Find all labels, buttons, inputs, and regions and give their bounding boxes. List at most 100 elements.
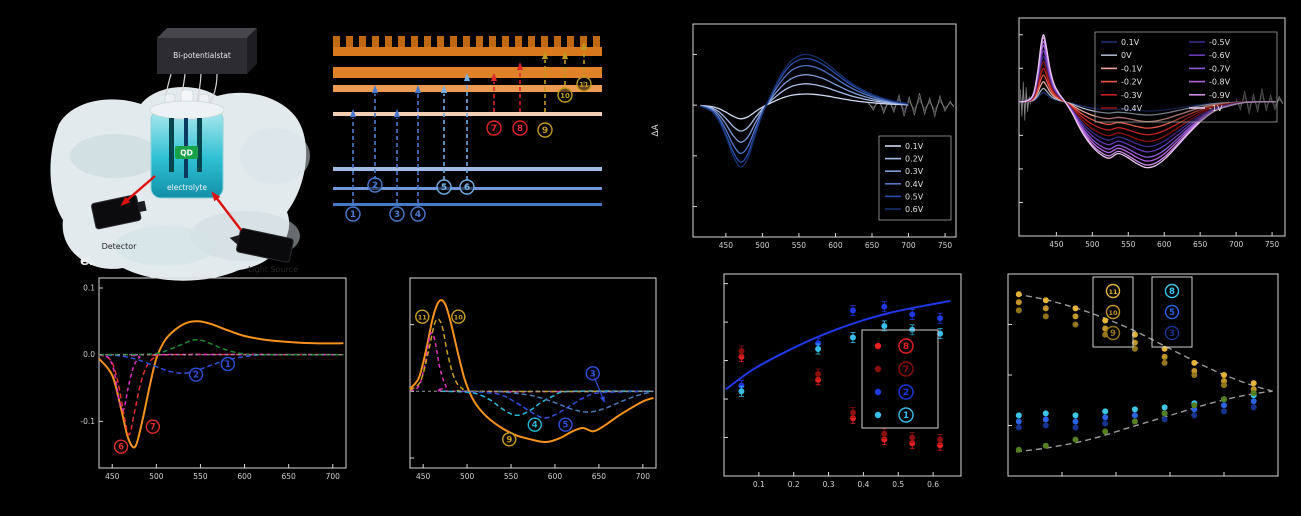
circled-number-8: 8 — [898, 338, 914, 354]
arrowhead-icon — [414, 85, 422, 94]
circled-number-7: 7 — [145, 419, 161, 434]
svg-text:600: 600 — [828, 241, 843, 250]
circled-number-4: 4 — [527, 417, 542, 432]
svg-text:11: 11 — [418, 314, 428, 322]
circled-number-7: 7 — [898, 361, 914, 377]
bi-potentiostat: Bi-potentialstat — [157, 28, 257, 74]
curve--0.7V — [1020, 44, 1276, 158]
arrowhead-icon — [580, 42, 588, 51]
comb-tooth — [437, 36, 444, 47]
svg-text:650: 650 — [281, 472, 296, 481]
scatter-series-9 — [1015, 307, 1257, 397]
svg-text:3: 3 — [394, 210, 400, 220]
svg-text:450: 450 — [105, 472, 120, 481]
circled-number-4: 4 — [410, 206, 426, 222]
svg-text:650: 650 — [592, 472, 607, 481]
legend-label: 0.3V — [905, 167, 924, 176]
svg-text:4: 4 — [532, 421, 538, 431]
detector: Detector — [91, 194, 147, 251]
comb-tooth — [398, 36, 405, 47]
curve-component-gold — [409, 318, 654, 393]
svg-text:600: 600 — [237, 472, 252, 481]
circled-number-11: 11 — [415, 309, 430, 324]
svg-text:450: 450 — [719, 241, 734, 250]
noise-trace-0-1 — [868, 96, 955, 114]
svg-text:0.3: 0.3 — [823, 480, 835, 489]
legend-marker — [874, 365, 882, 373]
comb-tooth — [593, 36, 600, 47]
axes — [1007, 273, 1279, 477]
circled-number-5: 5 — [558, 417, 573, 432]
svg-text:550: 550 — [792, 241, 807, 250]
curve--0.3V — [1020, 67, 1276, 136]
svg-text:1: 1 — [903, 411, 909, 421]
arrowhead-icon — [211, 191, 221, 202]
comb-tooth — [385, 36, 392, 47]
comb-tooth — [541, 36, 548, 47]
curve-0.3V — [700, 74, 909, 143]
svg-text:600: 600 — [548, 472, 563, 481]
svg-text:600: 600 — [1157, 240, 1172, 249]
svg-text:0.0: 0.0 — [83, 350, 95, 359]
svg-text:700: 700 — [1229, 240, 1244, 249]
curve-0.5V — [700, 57, 909, 163]
light-source: Light Source — [229, 228, 298, 274]
circled-number-3: 3 — [585, 366, 600, 381]
svg-text:500: 500 — [460, 472, 475, 481]
legend: 0.1V0.2V0.3V0.4V0.5V0.6V — [878, 135, 952, 221]
svg-text:550: 550 — [1121, 240, 1136, 249]
svg-text:11: 11 — [1108, 288, 1118, 296]
comb-tooth — [333, 36, 340, 47]
svg-text:750: 750 — [1265, 240, 1280, 249]
curve-0.6V — [700, 53, 909, 168]
legend-label: -0.2V — [1121, 78, 1143, 87]
comb-tooth — [567, 36, 574, 47]
svg-text:2: 2 — [193, 371, 199, 381]
svg-text:550: 550 — [193, 472, 208, 481]
comb-tooth — [463, 36, 470, 47]
comb-tooth — [528, 36, 535, 47]
scatter-series-component-green — [1015, 390, 1257, 453]
legend-marker — [874, 411, 882, 419]
arrowhead-icon — [541, 51, 549, 60]
svg-text:5: 5 — [1169, 308, 1175, 318]
svg-text:9: 9 — [506, 435, 512, 445]
arrowhead-icon — [120, 196, 131, 206]
fit-line — [725, 299, 951, 391]
curve--0.8V — [1020, 40, 1276, 162]
y-axis-label: ΔA — [651, 124, 661, 137]
circled-number-2: 2 — [367, 177, 383, 193]
svg-text:450: 450 — [416, 472, 431, 481]
svg-text:700: 700 — [901, 241, 916, 250]
circled-number-10: 10 — [557, 87, 573, 103]
circled-number-3: 3 — [1164, 325, 1180, 341]
comb-tooth — [372, 36, 379, 47]
curve--1V — [1020, 34, 1276, 169]
legend-label: -0.3V — [1121, 91, 1143, 100]
svg-text:3: 3 — [590, 369, 596, 379]
circled-number-7: 7 — [486, 120, 502, 136]
circled-number-2: 2 — [188, 367, 204, 382]
comb-tooth — [424, 36, 431, 47]
light-source-label: Light Source — [248, 265, 298, 274]
noise-trace-1-1 — [1235, 92, 1284, 111]
apparatus-illustration: Bi-potentialstatQDelectrolyteDetectorLig… — [50, 28, 310, 281]
circled-number-11: 11 — [576, 76, 592, 92]
circled-number-6: 6 — [459, 179, 475, 195]
svg-text:9: 9 — [542, 126, 548, 136]
legend-label: -0.8V — [1209, 78, 1231, 87]
legend: 0.1V0V-0.1V-0.2V-0.3V-0.4V-0.5V-0.6V-0.7… — [1094, 31, 1278, 123]
curve-component-cyan — [440, 390, 654, 417]
